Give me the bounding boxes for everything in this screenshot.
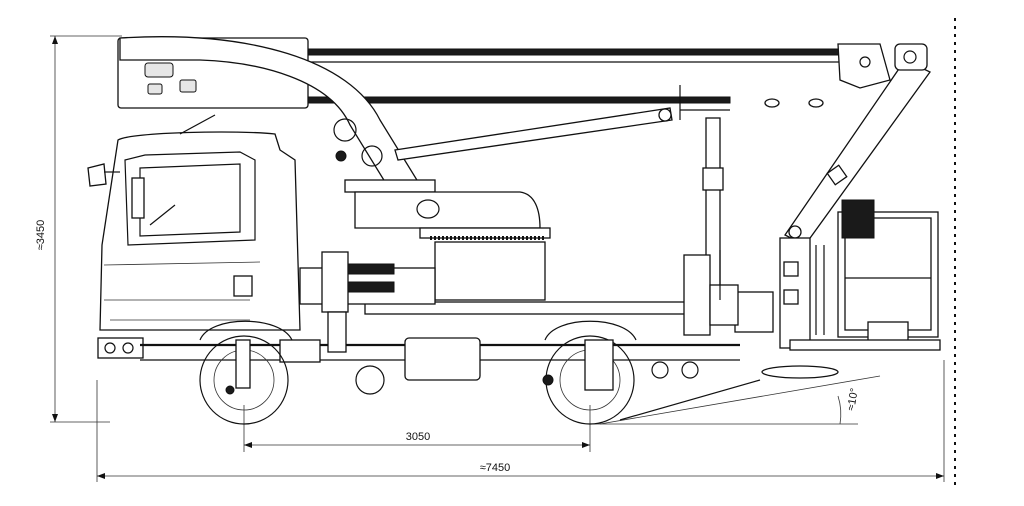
departure-angle-dimension: ≈10° [590,375,881,425]
rear-wheel-arch [544,320,637,341]
overall-length-dimension: ≈7450 [96,360,945,482]
rear-frame-taper [619,379,761,421]
wheelbase-dimension-label: 3050 [406,431,430,443]
wheelbase-dimension: 3050 [243,405,591,452]
lifting-cylinder [394,85,730,161]
truck-cab [87,114,301,359]
height-dimension: ≈3450 [35,35,122,423]
jib-arm [779,43,931,349]
front-outrigger [321,251,395,353]
turret [344,179,551,301]
departure-angle-label: ≈10° [845,387,861,411]
overall-length-dimension-label: ≈7450 [480,462,511,474]
height-dimension-label: ≈3450 [35,220,47,251]
front-wheel [199,335,289,425]
front-wheel-arch [199,320,293,341]
rear-outrigger [683,117,739,336]
rear-wheel [542,335,635,425]
work-basket [761,199,941,379]
